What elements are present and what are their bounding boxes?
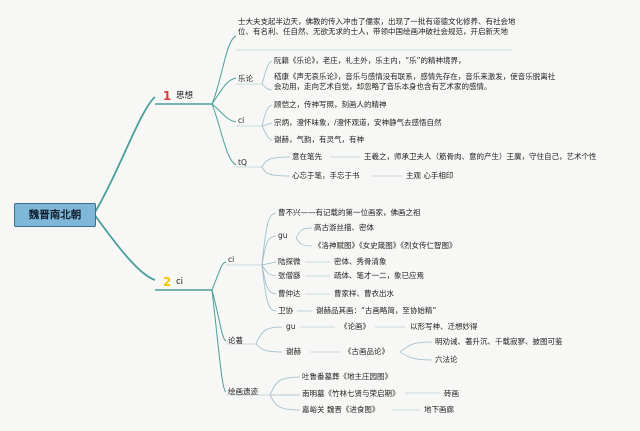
connector-ci-2 <box>261 122 273 127</box>
b2-lz-xie-label[interactable]: 谢赫 <box>286 347 301 356</box>
b1-music-item2: 嵇康《声无哀乐论》，音乐与感情没有联系，感情先存在，音乐来激发，使音乐脱离社会功… <box>274 72 556 91</box>
connector-root-branch1 <box>93 96 156 215</box>
b2-ci-gu-label[interactable]: gu <box>278 231 288 240</box>
connector-rm-3 <box>269 394 301 411</box>
b1-tq-label[interactable]: tQ <box>238 158 247 167</box>
b2-lz-xie-item2: 六法论 <box>435 355 458 364</box>
branch1-number-badge: 1 <box>162 89 172 103</box>
b1-ci-label[interactable]: ci <box>238 116 245 125</box>
b2-ci-caozd-label[interactable]: 曹仲达 <box>278 289 301 298</box>
connector-b1-intro <box>211 35 237 105</box>
b1-tq-row2-right: 主观 心手相印 <box>406 171 454 180</box>
b2-ci-caozd-text: 曹家样、曹衣出水 <box>334 289 394 298</box>
connector-xie-1 <box>399 341 433 353</box>
connector-ci2-cao <box>261 212 277 266</box>
b2-ci-label[interactable]: ci <box>228 255 235 264</box>
b2-lz-gu-label[interactable]: gu <box>286 322 296 331</box>
connector-b2-ci <box>211 261 227 291</box>
connector-lz-xie <box>255 343 283 353</box>
connector-ci2-gu <box>261 235 277 266</box>
b1-tq-row1-right: 王羲之，师承卫夫人（筋骨肉、意的产生）王廙，守住自己，艺术个性 <box>364 152 597 161</box>
branch2-number-badge: 2 <box>162 275 172 289</box>
b2-ci-zhang-label[interactable]: 张僧繇 <box>278 271 301 280</box>
b2-ci-lu-text: 密体、秀骨清象 <box>334 257 387 266</box>
b2-remains-label[interactable]: 绘画遗迹 <box>228 387 258 396</box>
b2-ci-gu-item2: 《洛神赋图》《女史箴图》《烈女传仁智图》 <box>314 241 457 250</box>
b1-music-label[interactable]: 乐论 <box>238 74 253 83</box>
b2-ci-wei-label[interactable]: 卫协 <box>278 306 293 315</box>
b2-lz-xie-item1: 明劝诫、著升沉、千载寂寥、披图可鉴 <box>435 337 563 346</box>
connector-b2-remains <box>211 289 227 393</box>
connector-gu-1 <box>295 227 313 239</box>
b2-remains-item1: 吐鲁番墓葬《地主庄园图》 <box>302 372 392 381</box>
connector-ci2-wei <box>261 264 277 312</box>
connector-b1-ci <box>211 103 237 123</box>
connector-lz-gu <box>255 326 283 345</box>
b2-ci-cao: 曹不兴——有记载的第一位画家，佛画之祖 <box>278 208 421 217</box>
connector-b1-music <box>211 77 237 105</box>
b2-ci-wei-text: 谢赫品其画：“古画略简，至协始精” <box>316 306 437 315</box>
connector-tq-2 <box>261 166 291 177</box>
connector-music-1 <box>261 60 273 85</box>
b2-lz-gu-work: 《论画》 <box>340 322 370 331</box>
connector-rm-1 <box>269 376 301 396</box>
connector-b2-lunzhu <box>211 289 227 342</box>
b2-lunzhu-label[interactable]: 论著 <box>228 336 243 345</box>
connector-music-2 <box>261 83 273 91</box>
b2-lz-xie-work: 《古画品论》 <box>344 347 389 356</box>
connector-gu-2 <box>295 237 313 247</box>
connector-ci2-lu <box>261 261 277 266</box>
b2-ci-zhang-text: 疏体、笔才一二，象已应焉 <box>334 271 424 280</box>
b2-ci-gu-item1: 高古游丝描、密体 <box>314 223 374 232</box>
b1-tq-row2-left: 心忘于笔，手忘于书 <box>292 171 360 180</box>
root-topic[interactable]: 魏晋南北朝 <box>14 203 96 227</box>
b1-music-item1: 阮籍《乐论》，老庄，礼主外，乐主内，“乐”的精神境界， <box>274 56 466 65</box>
connector-ci2-zhang <box>261 264 277 277</box>
b2-remains-item2-note: 砖画 <box>444 389 459 398</box>
b1-tq-row1-left: 意在笔先 <box>292 152 322 161</box>
connector-root-branch2 <box>93 213 156 281</box>
b1-ci-item1: 顾恺之，传神写照，刻画人的精神 <box>274 100 387 109</box>
b2-remains-item3: 嘉峪关 魏晋《进食图》 <box>302 405 380 414</box>
connector-ci-1 <box>261 104 273 127</box>
branch2-label[interactable]: ci <box>176 277 184 287</box>
b2-remains-item3-note: 地下画廊 <box>424 405 454 414</box>
b1-ci-item3: 谢赫，气韵，有灵气，有神 <box>274 135 364 144</box>
b2-remains-item2: 南明墓《竹林七贤与荣启期》 <box>302 389 400 398</box>
b2-ci-lu-label[interactable]: 陆探微 <box>278 257 301 266</box>
connector-xie-2 <box>399 351 433 361</box>
b1-ci-item2: 宗炳，澄怀味象，/澄怀观道，安神静气去感悟自然 <box>274 118 442 127</box>
connector-ci-3 <box>261 125 273 141</box>
connector-b1-tq <box>211 103 237 166</box>
connector-tq-1 <box>261 156 291 168</box>
b1-intro-text: 士大夫支起半边天，佛教的传入冲击了儒家，出现了一批有道德文化修养、有社会地位、有… <box>238 17 516 36</box>
b2-lz-gu-text: 以形写神、迁想妙得 <box>410 322 478 331</box>
connector-ci2-caozd <box>261 264 277 295</box>
branch1-label[interactable]: 思想 <box>176 91 194 101</box>
